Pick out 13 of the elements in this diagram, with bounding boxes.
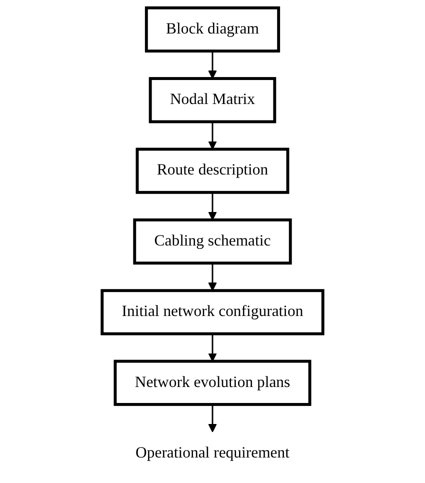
node-box: Network evolution plans xyxy=(114,360,312,406)
node-text: Operational requirement xyxy=(136,444,290,462)
arrow xyxy=(208,404,217,432)
arrow xyxy=(208,334,217,362)
node-box: Cabling schematic xyxy=(133,218,292,265)
arrow xyxy=(208,192,217,220)
node-box: Initial network configuration xyxy=(100,289,324,336)
node-box: Nodal Matrix xyxy=(148,77,276,124)
arrow xyxy=(208,122,217,150)
arrow xyxy=(208,51,217,79)
node-box: Route description xyxy=(136,148,290,194)
node-box: Block diagram xyxy=(144,6,280,53)
arrow xyxy=(208,263,217,291)
